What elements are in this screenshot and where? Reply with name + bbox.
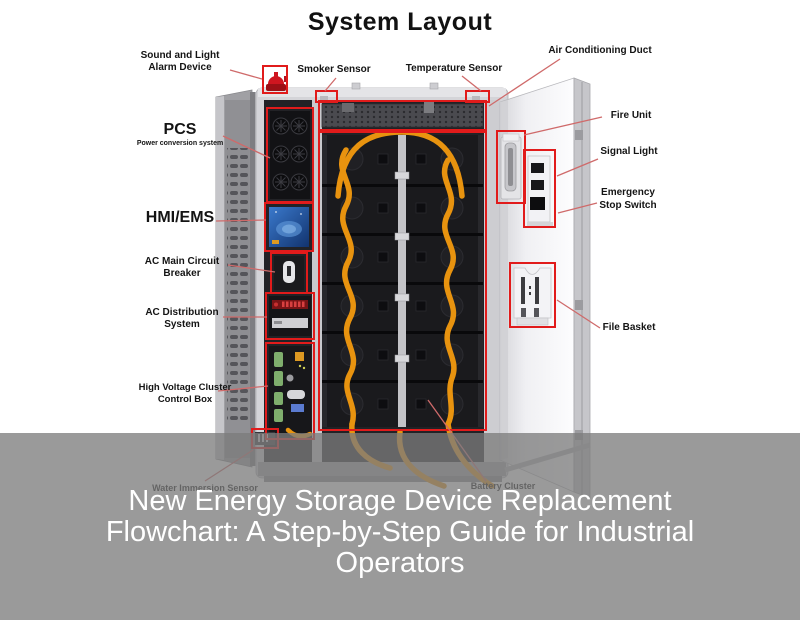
label-emergency-stop-switch: Emergency Stop Switch: [599, 187, 657, 211]
label-pcs: PCS: [163, 121, 197, 138]
caption-overlay: New Energy Storage Device Replacement Fl…: [0, 433, 800, 620]
label-ac-distribution-system: AC Distribution System: [145, 307, 219, 330]
caption-line-2: Flowchart: A Step-by-Step Guide for Indu…: [105, 516, 695, 548]
label-pcs-subtitle: Power conversion system: [136, 140, 224, 147]
high-voltage-cluster-control-box-device: [269, 346, 313, 439]
label-sound-and-light-alarm-device: Sound and Light Alarm Device: [140, 50, 220, 73]
label-signal-light: Signal Light: [600, 146, 658, 157]
ac-main-circuit-breaker-device: [274, 256, 304, 290]
annotation-boxes: [251, 65, 556, 449]
smoker-sensor-device: [320, 96, 328, 100]
pcs-unit: [270, 111, 310, 199]
caption-line-3: Operators: [335, 547, 465, 579]
caption-line-1: New Energy Storage Device Replacement: [128, 485, 672, 517]
label-high-voltage-cluster-control-box: High Voltage Cluster Control Box: [138, 382, 232, 405]
hmi-ems-screen: [269, 207, 309, 247]
fire-unit-device: [500, 133, 522, 200]
file-basket-device: [513, 267, 552, 326]
air-duct-grille: [321, 101, 484, 128]
ac-distribution-system-device: [269, 296, 311, 336]
label-temperature-sensor: Temperature Sensor: [405, 63, 503, 74]
signal-light-device: [527, 155, 553, 227]
temperature-sensor-device: [472, 96, 480, 100]
label-hmi-ems: HMI/EMS: [145, 209, 215, 226]
caption-text: New Energy Storage Device Replacement Fl…: [0, 486, 800, 579]
label-ac-main-circuit-breaker: AC Main Circuit Breaker: [144, 256, 220, 279]
label-fire-unit: Fire Unit: [610, 110, 652, 121]
diagram-title: System Layout: [307, 8, 493, 36]
label-air-conditioning-duct: Air Conditioning Duct: [548, 45, 652, 56]
label-file-basket: File Basket: [602, 322, 656, 333]
label-smoker-sensor: Smoker Sensor: [297, 64, 371, 75]
alarm-beacon-device: [266, 72, 287, 91]
